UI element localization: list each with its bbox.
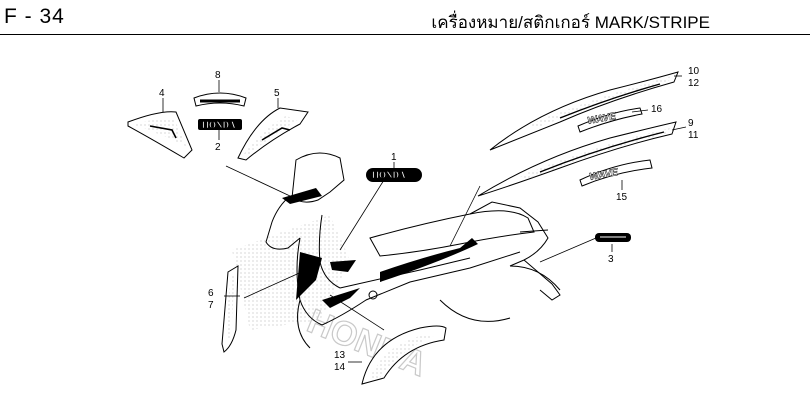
callouts: 1 2 3 4 5 6 7 8 9 10 11 12 13 14 15 16 [159,66,700,373]
body-stripes [282,188,478,308]
callout-5: 5 [274,88,280,99]
page-header: F - 34 เครื่องหมาย/สติกเกอร์ MARK/STRIPE [0,0,810,34]
part-5-decal [237,107,309,161]
wave-text-16: WAVE [587,111,618,127]
logo-text-1: HONDA [372,170,406,180]
part-15-emblem: WAVE [579,159,653,187]
callout-16: 16 [651,104,663,115]
part-3-logo [595,233,631,242]
page-code: F - 34 [4,5,65,28]
part-13-14-stripe [361,325,447,385]
part-16-emblem: WAVE [577,107,643,133]
part-4-decal [127,111,193,159]
callout-3: 3 [608,254,614,265]
callout-9: 9 [688,118,694,129]
wave-text-15: WAVE [589,167,620,183]
logo-text-2: HONDA [202,120,236,130]
header-rule [0,34,810,35]
callout-4: 4 [159,88,165,99]
callout-15: 15 [616,192,628,203]
part-10-12-stripe [489,71,679,151]
callout-14: 14 [334,362,346,373]
callout-11: 11 [688,130,699,141]
callout-7: 7 [208,300,214,311]
page-title: เครื่องหมาย/สติกเกอร์ MARK/STRIPE [431,13,710,32]
part-8-emblem [193,92,247,107]
part-6-7-stripe [221,265,239,353]
part-1-logo: HONDA [366,168,422,182]
part-2-logo: HONDA [198,119,242,130]
callout-10: 10 [688,66,700,77]
leader-lines [162,75,687,363]
callout-6: 6 [208,288,214,299]
callout-2: 2 [215,142,221,153]
callout-1: 1 [391,152,397,163]
callout-13: 13 [334,350,346,361]
callout-8: 8 [215,70,221,81]
callout-12: 12 [688,78,700,89]
part-9-11-stripe [477,121,677,197]
